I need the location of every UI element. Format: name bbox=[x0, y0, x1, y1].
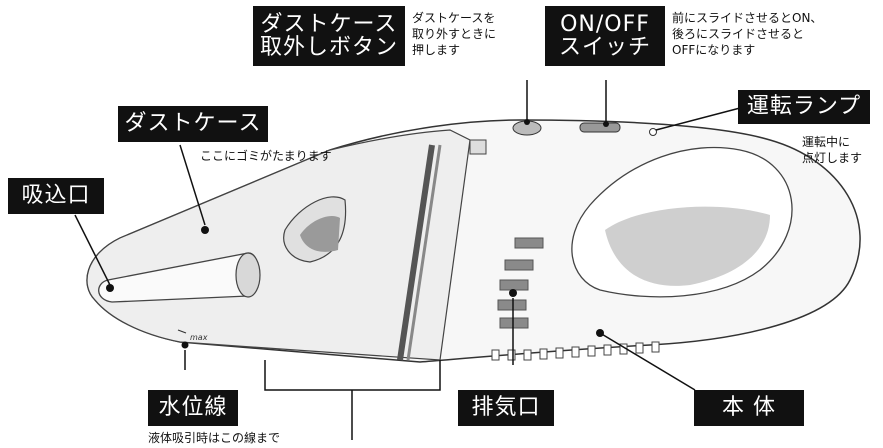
label-body-title: 本 体 bbox=[694, 390, 804, 426]
label-water-line-desc: 液体吸引時はこの線まで bbox=[148, 431, 281, 445]
label-lamp-desc: 運転中に 点灯します bbox=[802, 135, 863, 166]
label-dust-release-desc: ダストケースを 取り外すときに 押します bbox=[412, 11, 497, 58]
label-dust-release-title: ダストケース 取外しボタン bbox=[253, 6, 405, 66]
seam-rail bbox=[397, 144, 435, 361]
leader-lines bbox=[74, 80, 741, 440]
vent-slot bbox=[497, 299, 527, 311]
label-lamp-title: 運転ランプ bbox=[738, 90, 870, 124]
max-mark: max bbox=[190, 333, 208, 342]
leader-dots bbox=[106, 119, 609, 349]
label-intake-title: 吸込口 bbox=[8, 178, 104, 214]
switch-slider bbox=[579, 122, 621, 133]
dust-case-grip-inner bbox=[300, 215, 340, 252]
bottom-vents bbox=[491, 341, 660, 361]
handle-window-shadow bbox=[605, 206, 770, 286]
label-switch-title: ON/OFF スイッチ bbox=[545, 6, 665, 66]
dust-case-shape bbox=[86, 129, 471, 361]
vent-slot bbox=[499, 317, 529, 329]
intake-tube-end bbox=[235, 252, 261, 298]
dust-case-indicator bbox=[469, 139, 487, 155]
vent-slot bbox=[514, 237, 544, 249]
lamp-dot bbox=[649, 128, 657, 136]
label-dust-case-desc: ここにゴミがたまります bbox=[200, 149, 332, 163]
label-switch-desc: 前にスライドさせるとON、 後ろにスライドさせると OFFになります bbox=[672, 11, 823, 58]
label-water-line-title: 水位線 bbox=[148, 390, 238, 426]
label-dust-case-title: ダストケース bbox=[118, 106, 268, 142]
seam-rail-inner bbox=[406, 144, 442, 361]
vent-slot bbox=[499, 279, 529, 291]
label-exhaust-title: 排気口 bbox=[458, 390, 554, 426]
vent-slot bbox=[504, 259, 534, 271]
